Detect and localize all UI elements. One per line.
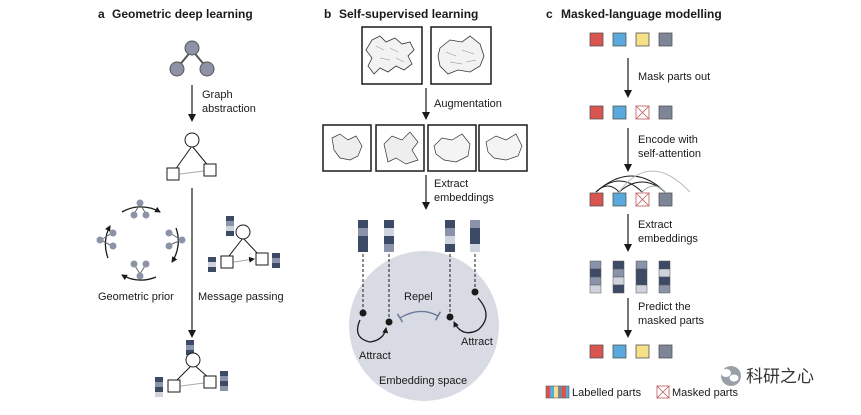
wechat-icon — [721, 366, 741, 386]
graph-abstraction-label-2: abstraction — [202, 103, 256, 115]
labelled-parts-swatch — [545, 385, 570, 399]
repel-connector — [396, 310, 442, 323]
molecule-icon-left — [96, 229, 117, 250]
molecule-icon — [169, 40, 215, 77]
augmented-map-4 — [478, 124, 528, 172]
molecule-icon-top — [130, 199, 150, 219]
token-row-encoded — [589, 192, 673, 207]
panel-a: a Geometric deep learning Graph abstract… — [96, 7, 284, 397]
embedding-space-circle — [349, 251, 499, 401]
mask-label: Mask parts out — [638, 71, 710, 83]
attract-right-label: Attract — [461, 336, 493, 348]
predict-label-1: Predict the — [638, 301, 691, 313]
augmented-map-1 — [322, 124, 372, 172]
embedding-point-2 — [385, 318, 393, 326]
embedded-graph — [155, 340, 228, 397]
panel-c: c Masked-language modelling Mask parts o… — [545, 7, 814, 399]
panel-b-title: Self-supervised learning — [339, 7, 478, 21]
watermark-text: 科研之心 — [746, 367, 814, 387]
panel-c-letter: c — [546, 7, 553, 21]
attract-left-label: Attract — [359, 350, 391, 362]
augmentation-label: Augmentation — [434, 98, 502, 110]
embedding-vectors — [358, 220, 480, 252]
augmented-map-3 — [427, 124, 477, 172]
panel-a-letter: a — [98, 7, 105, 21]
panel-c-title: Masked-language modelling — [561, 7, 722, 21]
molecule-icon-right — [165, 229, 186, 250]
extract-label-b-1: Extract — [434, 178, 468, 190]
augmented-map-2 — [375, 124, 425, 172]
token-row-predicted — [589, 344, 673, 359]
embedding-point-4 — [471, 288, 479, 296]
predict-label-2: masked parts — [638, 315, 705, 327]
token-embeddings — [589, 260, 671, 294]
australia-map-image — [430, 26, 492, 85]
extract-label-c-1: Extract — [638, 219, 672, 231]
embedding-point-3 — [446, 313, 454, 321]
geometric-prior-ring — [96, 199, 186, 281]
attract-right-arrow — [453, 297, 487, 334]
panel-a-title: Geometric deep learning — [112, 7, 253, 21]
message-passing-graph — [208, 216, 280, 272]
geometric-prior-label: Geometric prior — [98, 291, 174, 303]
extract-label-c-2: embeddings — [638, 233, 698, 245]
message-passing-label: Message passing — [198, 291, 284, 303]
encode-label-1: Encode with — [638, 134, 698, 146]
legend: Labelled parts Masked parts — [545, 385, 739, 399]
embedding-point-1 — [359, 309, 367, 317]
encode-label-2: self-attention — [638, 148, 701, 160]
attention-arcs — [595, 170, 691, 193]
panel-b: b Self-supervised learning Augmentation — [322, 7, 528, 401]
graph-abstraction-label-1: Graph — [202, 89, 233, 101]
panel-b-letter: b — [324, 7, 331, 21]
masked-parts-swatch-icon — [656, 385, 670, 399]
repel-label: Repel — [404, 291, 433, 303]
attract-left-arrow — [356, 319, 389, 343]
token-row-masked — [589, 105, 673, 120]
legend-masked-label: Masked parts — [672, 387, 739, 399]
extract-label-b-2: embeddings — [434, 192, 494, 204]
masked-token-icon — [635, 105, 650, 120]
legend-labelled-label: Labelled parts — [572, 387, 642, 399]
embedding-space-label: Embedding space — [379, 375, 467, 387]
europe-map-image — [361, 26, 423, 85]
molecule-icon-bottom — [130, 260, 150, 280]
token-row-input — [589, 32, 673, 47]
abstract-graph — [166, 132, 217, 181]
